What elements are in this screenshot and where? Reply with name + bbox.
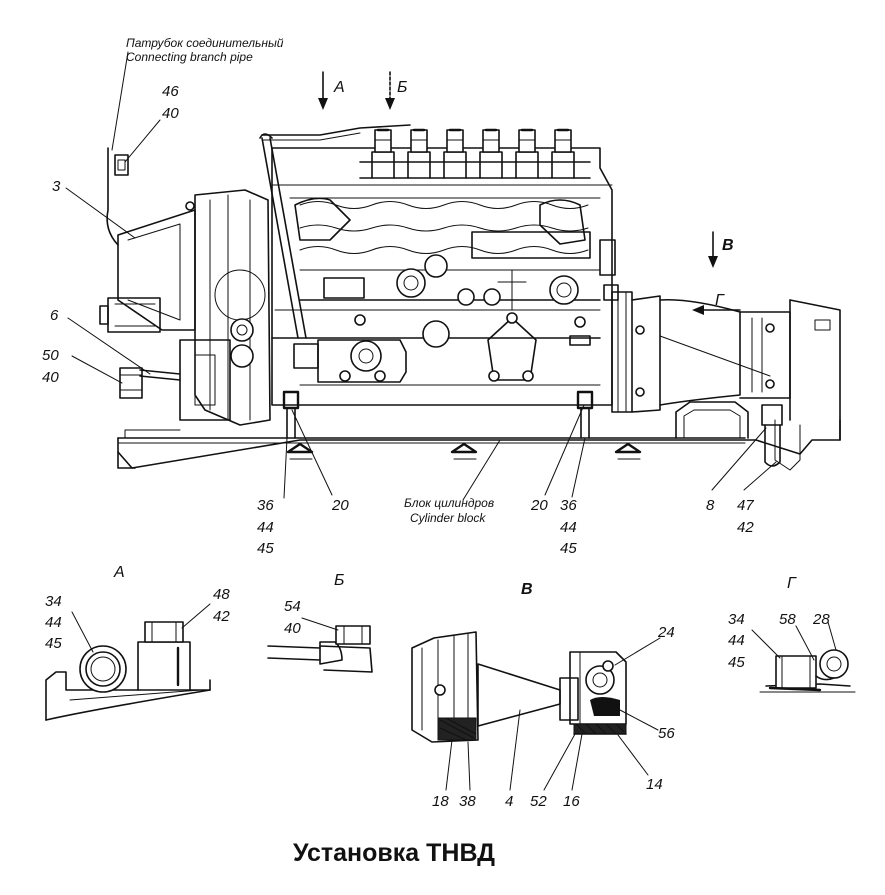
outlet-2 (407, 128, 431, 179)
outlet-3 (443, 128, 467, 179)
callout-20-right: 20 (530, 497, 548, 514)
view-v-52: 52 (530, 793, 547, 810)
outlet-5 (515, 128, 539, 179)
callout-3: 3 (52, 178, 61, 195)
view-b-54: 54 (284, 598, 301, 615)
main-assembly-view (65, 51, 841, 501)
detail-view-a (45, 603, 211, 721)
view-a-34: 34 (45, 593, 62, 610)
view-arrow-g-label: Г (715, 292, 725, 309)
view-v-14: 14 (646, 776, 663, 793)
view-arrows (318, 71, 741, 315)
view-v-title: В (521, 581, 533, 598)
callout-45-right: 45 (560, 540, 577, 557)
connecting-branch-pipe (106, 147, 129, 246)
outlet-1 (371, 128, 395, 179)
top-note-ru: Патрубок соединительный (126, 36, 284, 50)
callout-45-left: 45 (257, 540, 274, 557)
callout-36-left: 36 (257, 497, 274, 514)
callout-44-left: 44 (257, 519, 274, 536)
callout-46: 46 (162, 83, 179, 100)
callout-36-right: 36 (560, 497, 577, 514)
view-b-40: 40 (284, 620, 301, 637)
view-v-16: 16 (563, 793, 580, 810)
cylinder-block (117, 299, 841, 471)
callout-40-left: 40 (42, 369, 59, 386)
view-b-title: Б (334, 572, 344, 589)
callout-42: 42 (737, 519, 754, 536)
view-a-45: 45 (45, 635, 62, 652)
view-g-title: Г (787, 575, 797, 592)
view-a-42: 42 (213, 608, 230, 625)
outlet-4 (479, 128, 503, 179)
outlet-6 (551, 128, 575, 179)
labels: Патрубок соединительный Connecting branc… (42, 36, 830, 867)
timing-device (99, 189, 271, 426)
view-a-48: 48 (213, 586, 230, 603)
callout-20-left: 20 (331, 497, 349, 514)
detail-view-g (751, 621, 856, 693)
view-arrow-b-label: Б (397, 79, 407, 96)
cylinder-block-ru: Блок цилиндров (404, 496, 494, 510)
detail-view-v (411, 631, 661, 791)
view-g-44: 44 (728, 632, 745, 649)
view-a-44: 44 (45, 614, 62, 631)
leader-lines (65, 51, 777, 501)
view-g-45: 45 (728, 654, 745, 671)
view-g-28: 28 (812, 611, 830, 628)
cylinder-block-en: Cylinder block (410, 511, 486, 525)
view-g-34: 34 (728, 611, 745, 628)
callout-50: 50 (42, 347, 59, 364)
pump-body (271, 147, 619, 439)
injector-outlets (261, 124, 591, 179)
view-g-58: 58 (779, 611, 796, 628)
callout-44-right: 44 (560, 519, 577, 536)
view-v-56: 56 (658, 725, 675, 742)
view-v-4: 4 (505, 793, 513, 810)
vertical-pipe (259, 133, 307, 339)
drive-coupling (611, 291, 791, 467)
callout-6: 6 (50, 307, 59, 324)
top-note-en: Connecting branch pipe (126, 50, 253, 64)
view-v-38: 38 (459, 793, 476, 810)
callout-40-top: 40 (162, 105, 179, 122)
view-arrow-v-label: В (722, 237, 734, 254)
drawing-title: Установка ТНВД (293, 839, 495, 867)
view-arrow-a-label: А (333, 79, 345, 96)
view-v-24: 24 (657, 624, 675, 641)
view-a-title: А (113, 564, 125, 581)
detail-view-b (267, 617, 373, 673)
callout-8: 8 (706, 497, 715, 514)
view-v-18: 18 (432, 793, 449, 810)
callout-47: 47 (737, 497, 754, 514)
drain-fitting (119, 367, 181, 399)
